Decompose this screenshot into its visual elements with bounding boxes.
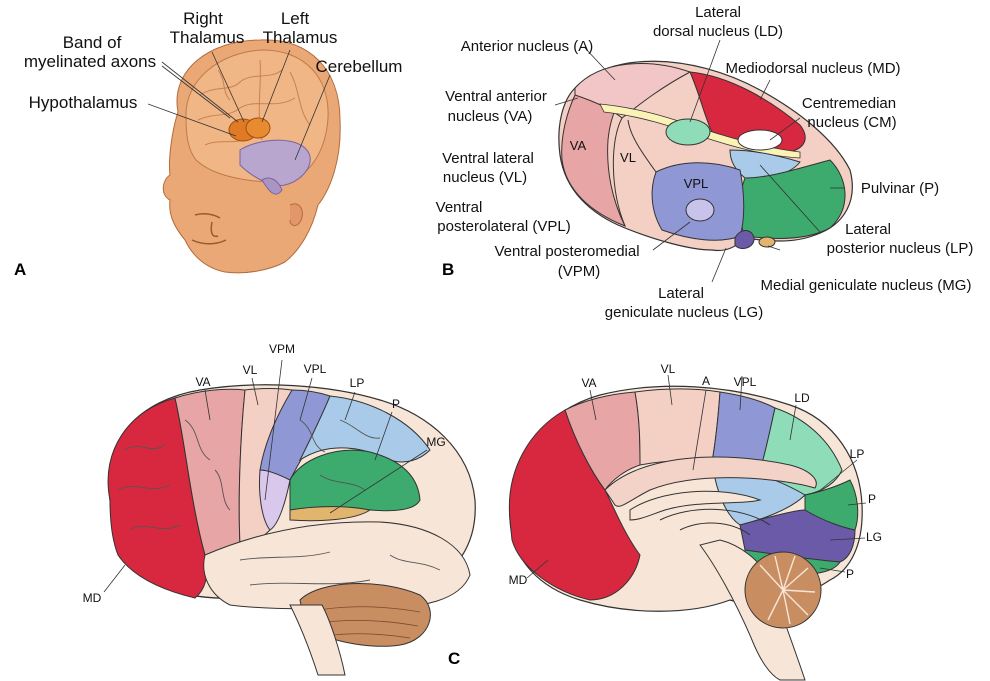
- label-vpl-line1: Ventral: [436, 199, 483, 216]
- lateral-label-lp: LP: [350, 376, 365, 390]
- label-vpm-line2: (VPM): [558, 263, 601, 280]
- label-right-thalamus-line2: Thalamus: [170, 28, 245, 47]
- label-hypothalamus: Hypothalamus: [29, 93, 138, 112]
- lateral-label-vpl: VPL: [304, 362, 327, 376]
- label-band-line2: myelinated axons: [24, 52, 156, 71]
- label-lp-line1: Lateral: [845, 221, 891, 238]
- label-lg-line2: geniculate nucleus (LG): [605, 304, 763, 321]
- lateral-label-p: P: [392, 397, 400, 411]
- lateral-label-md: MD: [83, 591, 102, 605]
- label-pulvinar: Pulvinar (P): [861, 180, 939, 197]
- label-md: Mediodorsal nucleus (MD): [725, 60, 900, 77]
- label-ld-line2: dorsal nucleus (LD): [653, 23, 783, 40]
- medial-label-md: MD: [509, 573, 528, 587]
- ld-region: [666, 119, 710, 145]
- label-vl-line2: nucleus (VL): [443, 169, 527, 186]
- medial-cerebellum: [745, 552, 821, 628]
- panel-a: Band of myelinated axons Right Thalamus …: [14, 9, 402, 279]
- mg-region: [759, 237, 775, 247]
- label-vpm-line1: Ventral posteromedial: [494, 243, 639, 260]
- label-lp-line2: posterior nucleus (LP): [827, 240, 974, 257]
- label-vpl-line2: posterolateral (VPL): [437, 218, 570, 235]
- inner-label-va: VA: [570, 138, 587, 153]
- label-right-thalamus-line1: Right: [183, 9, 223, 28]
- medial-label-lg: LG: [866, 530, 882, 544]
- label-va-line1: Ventral anterior: [445, 88, 547, 105]
- label-ld-line1: Lateral: [695, 4, 741, 21]
- lateral-label-mg: MG: [426, 435, 445, 449]
- label-left-thalamus-line1: Left: [281, 9, 310, 28]
- medial-label-va: VA: [581, 376, 596, 390]
- cm-region: [738, 130, 782, 150]
- lateral-label-vpm: VPM: [269, 342, 295, 356]
- left-thalamus-shape: [246, 118, 270, 138]
- label-cm-line2: nucleus (CM): [807, 114, 896, 131]
- medial-label-p2: P: [846, 567, 854, 581]
- lg-region: [735, 231, 754, 249]
- lateral-label-va: VA: [195, 375, 210, 389]
- label-mg: Medial geniculate nucleus (MG): [761, 277, 972, 294]
- inner-label-vl: VL: [620, 150, 636, 165]
- panel-letter-a: A: [14, 260, 26, 279]
- medial-label-ld: LD: [794, 391, 810, 405]
- panel-c-medial: A VA VL VPL LD LP P LG P MD: [509, 362, 882, 680]
- label-left-thalamus-line2: Thalamus: [263, 28, 338, 47]
- label-band-line1: Band of: [63, 33, 122, 52]
- panel-b: VA VL VPL Anterior nucleus (A) Lateral d…: [436, 4, 974, 321]
- label-vl-line1: Ventral lateral: [442, 150, 534, 167]
- label-cerebellum: Cerebellum: [316, 57, 403, 76]
- medial-label-vpl: VPL: [734, 375, 757, 389]
- panel-letter-b: B: [442, 260, 454, 279]
- label-va-line2: nucleus (VA): [448, 108, 533, 125]
- panel-letter-c: C: [448, 649, 460, 668]
- label-lg-line1: Lateral: [658, 285, 704, 302]
- medial-label-p1: P: [868, 492, 876, 506]
- vpm-region: [686, 199, 714, 221]
- panel-c-lateral: VPM VA VL VPL LP P MG MD: [83, 342, 476, 675]
- lateral-label-vl: VL: [243, 363, 258, 377]
- medial-vl-region: [635, 389, 720, 465]
- medial-label-vl: VL: [661, 362, 676, 376]
- inner-label-vpl: VPL: [684, 176, 709, 191]
- label-anterior: Anterior nucleus (A): [461, 38, 594, 55]
- medial-label-a: A: [702, 374, 710, 388]
- medial-label-lp: LP: [850, 447, 865, 461]
- label-cm-line1: Centremedian: [802, 95, 896, 112]
